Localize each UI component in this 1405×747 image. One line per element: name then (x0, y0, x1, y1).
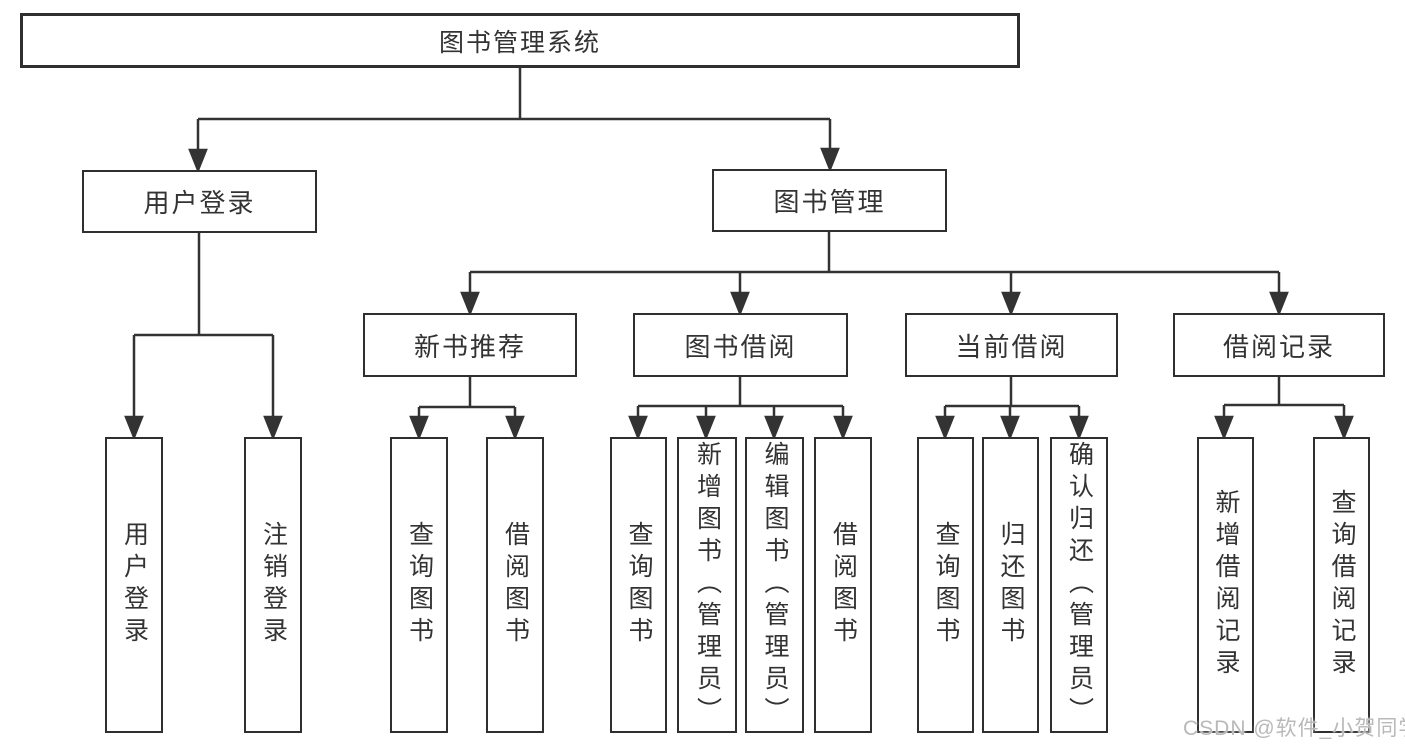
leaf-query-books-1-label: 查询图书 (405, 521, 434, 649)
node-new-book-recommend-label: 新书推荐 (413, 331, 526, 362)
node-book-borrowing-label: 图书借阅 (684, 331, 797, 362)
leaf-confirm-return-admin-label: 确认归还（管理员） (1065, 441, 1094, 729)
leaf-edit-books-admin: 编辑图书（管理员） (745, 437, 804, 733)
leaf-logout: 注销登录 (244, 437, 302, 733)
leaf-add-borrow-record: 新增借阅记录 (1197, 437, 1254, 733)
node-borrowing-records: 借阅记录 (1173, 313, 1385, 377)
leaf-borrow-books-2: 借阅图书 (814, 437, 872, 733)
leaf-add-borrow-record-label: 新增借阅记录 (1212, 489, 1240, 681)
leaf-add-books-admin: 新增图书（管理员） (677, 437, 737, 733)
leaf-edit-books-admin-label: 编辑图书（管理员） (761, 441, 789, 729)
leaf-query-books-3: 查询图书 (917, 437, 974, 733)
node-user-login: 用户登录 (82, 170, 317, 233)
leaf-query-borrow-record: 查询借阅记录 (1313, 437, 1370, 733)
leaf-query-books-2-label: 查询图书 (625, 521, 653, 649)
leaf-add-books-admin-label: 新增图书（管理员） (693, 441, 722, 729)
node-user-login-label: 用户登录 (143, 188, 256, 218)
node-current-borrowing: 当前借阅 (905, 313, 1118, 377)
leaf-user-login: 用户登录 (105, 437, 163, 733)
leaf-query-books-2: 查询图书 (610, 437, 667, 733)
node-book-management-label: 图书管理 (773, 187, 886, 217)
node-library-system: 图书管理系统 (20, 13, 1020, 68)
csdn-watermark: CSDN @软件_小贺同学 (1183, 717, 1405, 740)
node-current-borrowing-label: 当前借阅 (955, 331, 1068, 362)
node-book-management: 图书管理 (712, 169, 947, 232)
leaf-confirm-return-admin: 确认归还（管理员） (1050, 437, 1108, 733)
leaf-user-login-label: 用户登录 (120, 521, 149, 649)
leaf-logout-label: 注销登录 (259, 521, 288, 649)
node-new-book-recommend: 新书推荐 (363, 313, 577, 377)
leaf-query-books-3-label: 查询图书 (932, 521, 960, 649)
node-library-system-label: 图书管理系统 (438, 28, 601, 57)
leaf-borrow-books-1-label: 借阅图书 (501, 521, 530, 649)
leaf-return-books: 归还图书 (982, 437, 1039, 733)
leaf-borrow-books-1: 借阅图书 (486, 437, 544, 733)
node-book-borrowing: 图书借阅 (633, 313, 848, 377)
node-borrowing-records-label: 借阅记录 (1222, 331, 1335, 362)
leaf-query-books-1: 查询图书 (390, 437, 448, 733)
leaf-return-books-label: 归还图书 (997, 521, 1025, 649)
leaf-query-borrow-record-label: 查询借阅记录 (1328, 489, 1356, 681)
leaf-borrow-books-2-label: 借阅图书 (829, 521, 858, 649)
